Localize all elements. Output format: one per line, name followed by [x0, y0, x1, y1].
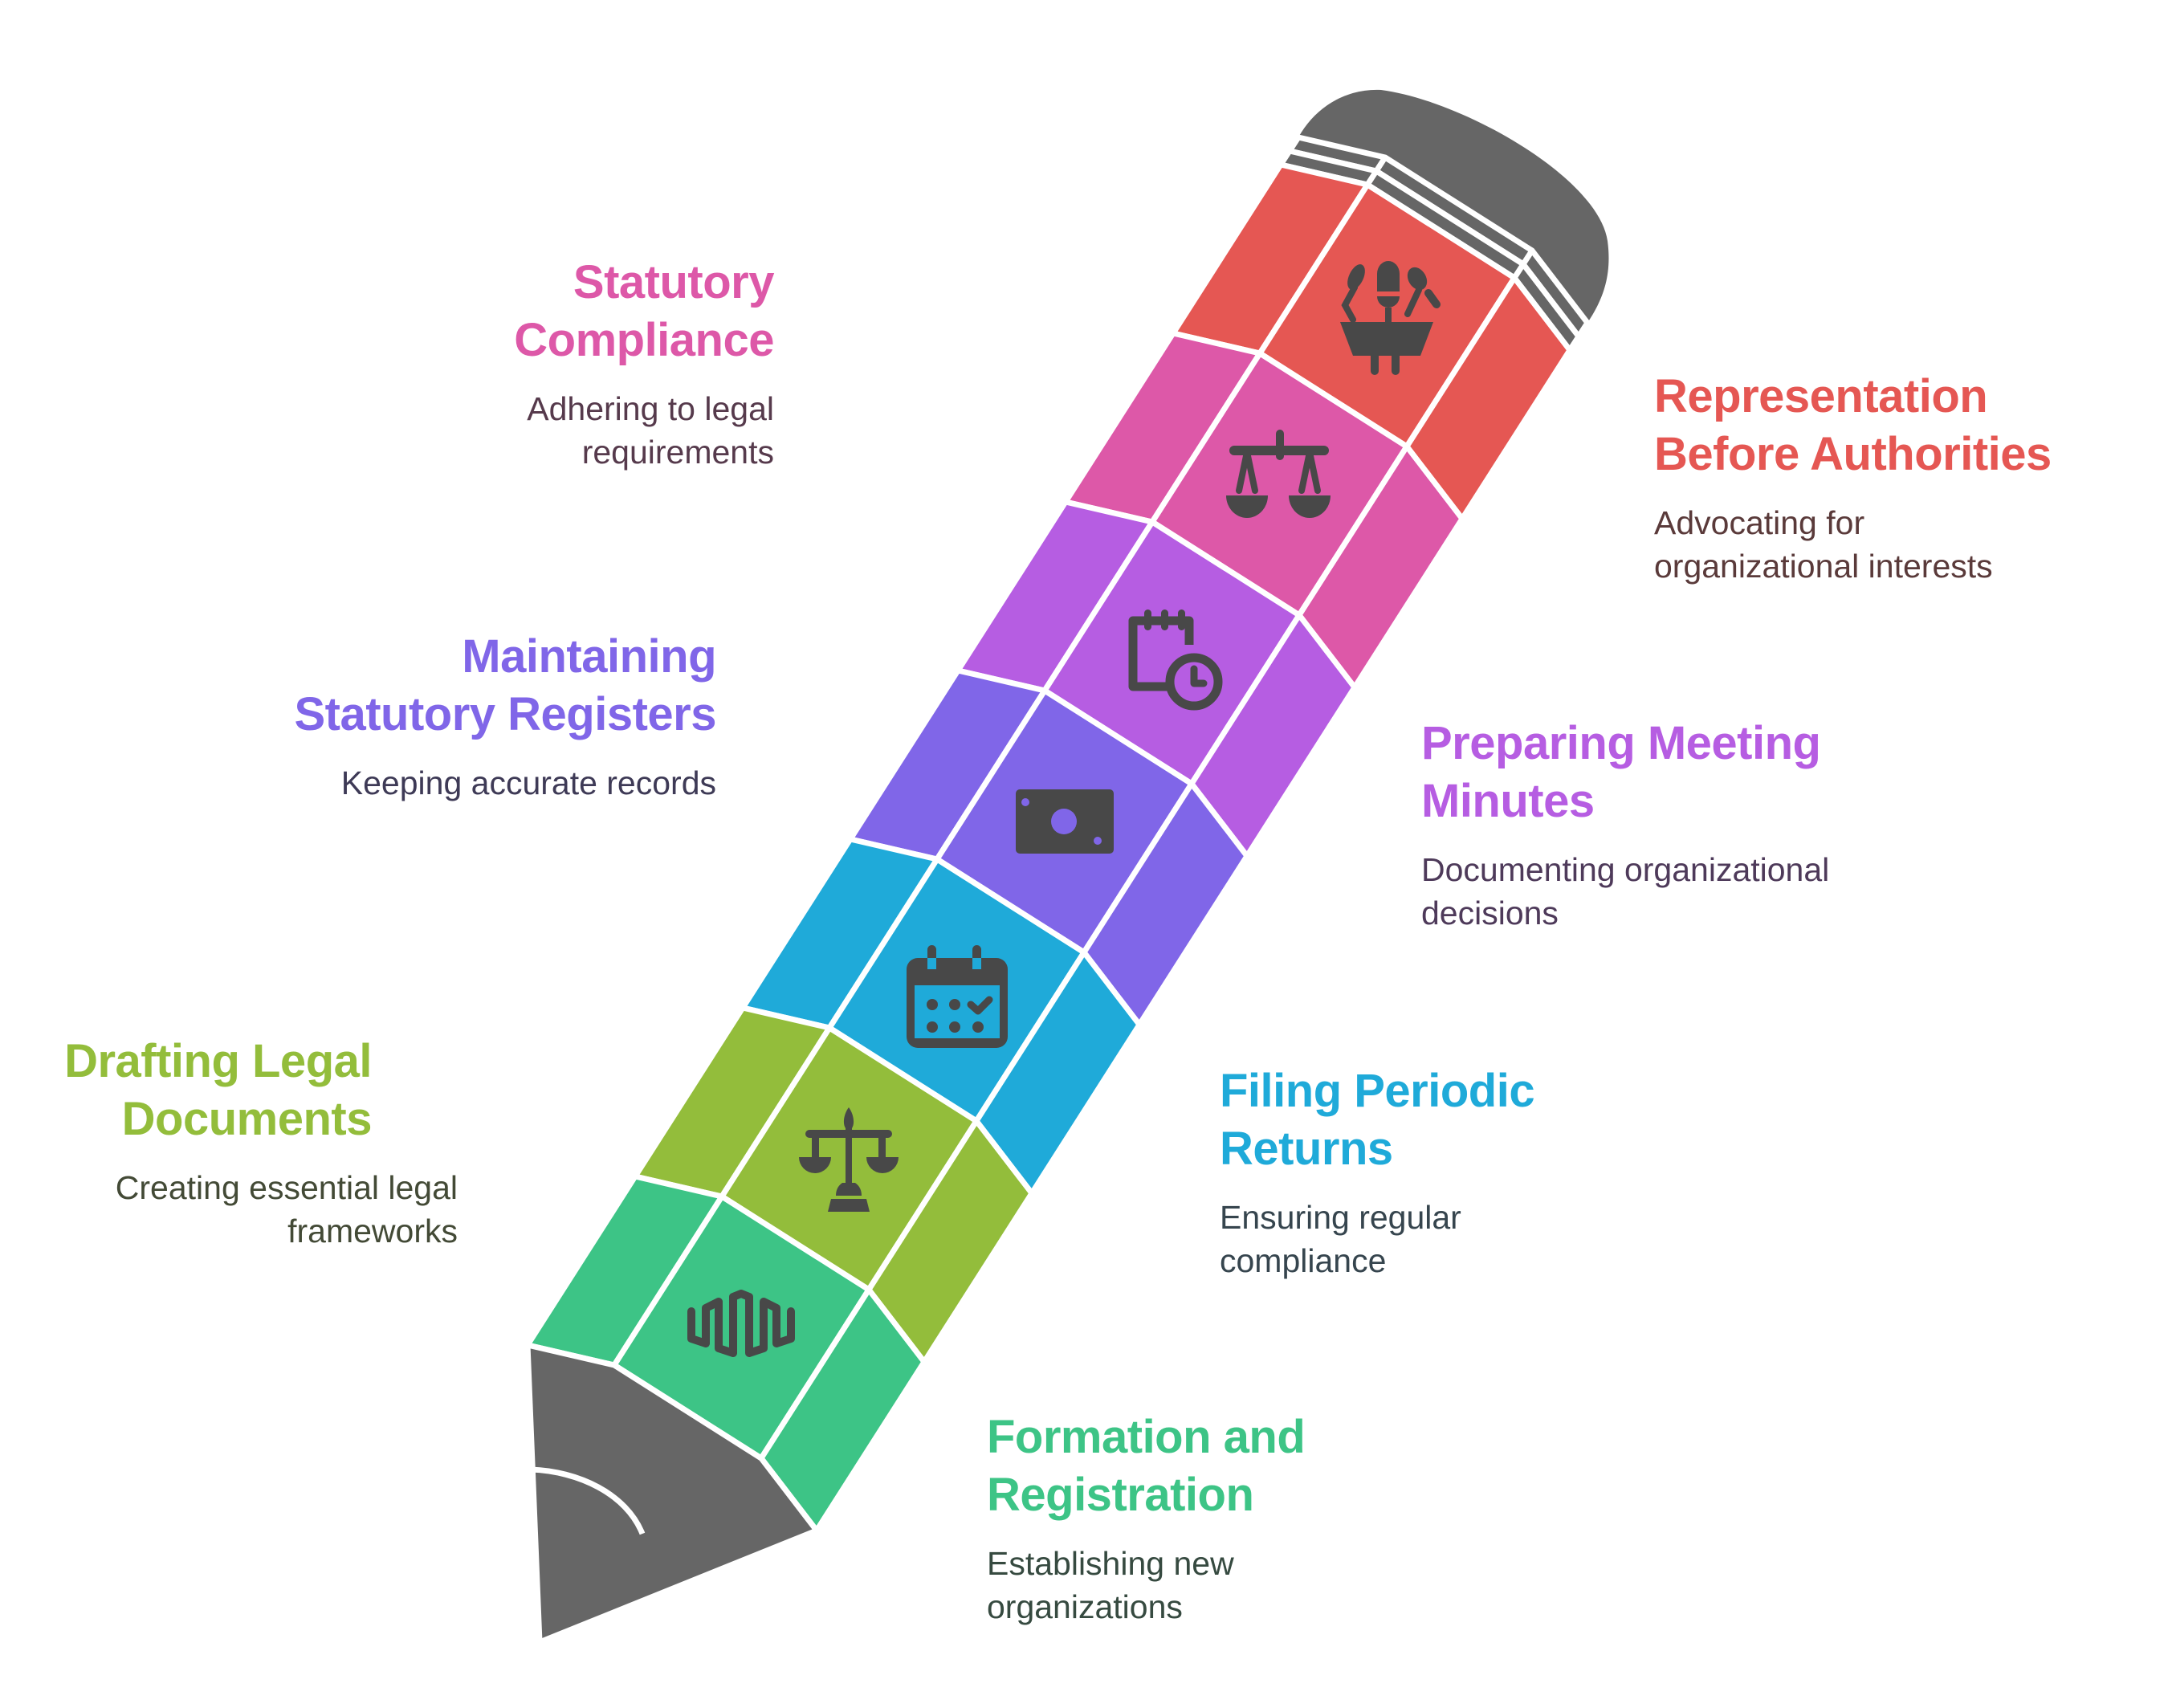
pencil-tip-wood	[524, 1342, 820, 1645]
wave-logo-icon	[687, 1290, 795, 1357]
press-conference-icon	[1340, 261, 1441, 375]
pencil-segment-formation	[524, 1173, 927, 1534]
eraser-cap	[1298, 89, 1609, 324]
calendar-check-icon	[907, 945, 1008, 1048]
justice-scale-icon	[799, 1107, 899, 1212]
ferrule-divider	[1512, 249, 1534, 279]
ferrule-divider	[1365, 156, 1388, 186]
pencil-lead-line	[530, 1466, 646, 1535]
balance-scale-icon	[1226, 430, 1331, 518]
label-description: Keeping accurate records	[340, 764, 716, 801]
segment-icons	[687, 261, 1441, 1357]
calendar-clock-icon	[1128, 609, 1223, 711]
pencil-tip	[524, 1342, 820, 1645]
pencil-segment-minutes	[955, 499, 1358, 859]
money-bill-icon	[1016, 789, 1114, 854]
pencil-body	[524, 161, 1573, 1534]
